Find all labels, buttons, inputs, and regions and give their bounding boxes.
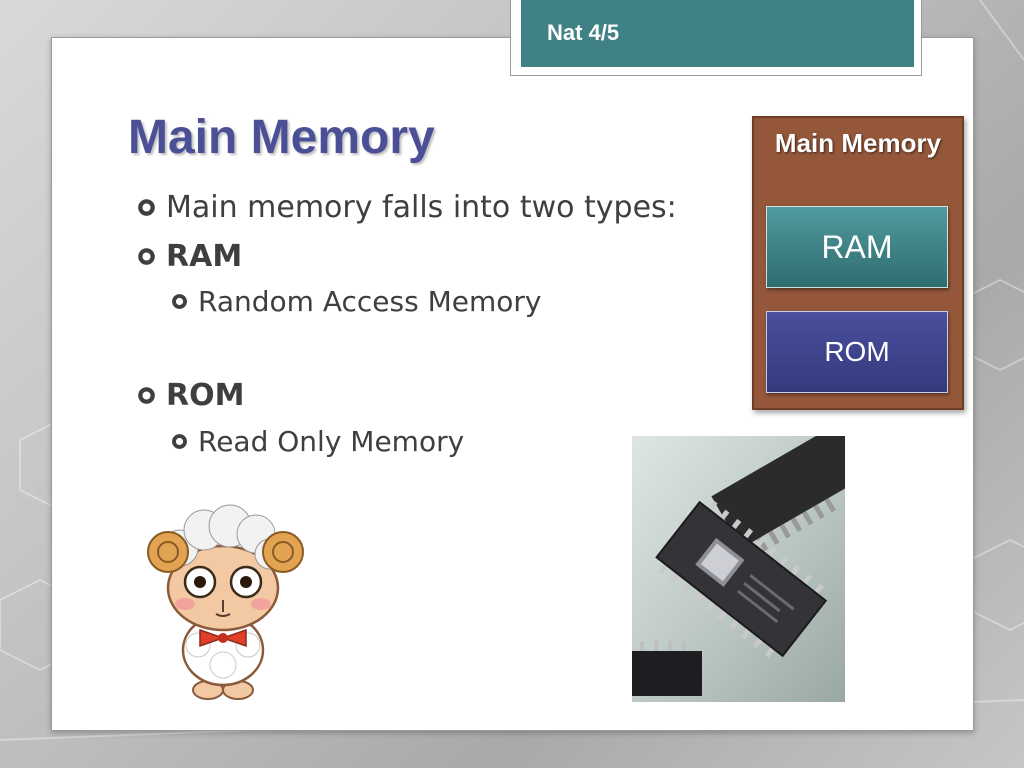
sheep-mascot-illustration [147, 504, 304, 700]
main-memory-diagram: Main Memory RAM ROM [752, 116, 964, 410]
bullet-item: RAM [137, 239, 242, 274]
ring-bullet-icon [138, 199, 155, 216]
ring-bullet-icon [138, 387, 155, 404]
sub-bullet-item: Read Only Memory [171, 425, 464, 458]
ring-bullet-icon [172, 294, 187, 309]
ram-block: RAM [766, 206, 948, 288]
bullet-item: ROM [137, 378, 244, 413]
bullet-text: Main memory falls into two types: [166, 190, 677, 225]
slide-title: Main Memory [128, 111, 435, 164]
ram-label: RAM [821, 229, 893, 265]
ring-bullet-icon [138, 248, 155, 265]
memory-chip-photo [632, 436, 845, 702]
header-tag-label: Nat 4/5 [547, 20, 620, 45]
header-tag: Nat 4/5 [521, 0, 914, 67]
bullet-text: RAM [166, 239, 243, 274]
ring-bullet-icon [172, 434, 187, 449]
sub-bullet-text: Read Only Memory [198, 425, 465, 458]
diagram-title: Main Memory [774, 128, 942, 158]
rom-label: ROM [824, 336, 890, 367]
sub-bullet-text: Random Access Memory [198, 285, 542, 318]
sub-bullet-item: Random Access Memory [171, 285, 541, 318]
rom-block: ROM [766, 311, 948, 393]
bullet-text: ROM [166, 378, 245, 413]
bullet-item: Main memory falls into two types: [137, 190, 677, 225]
